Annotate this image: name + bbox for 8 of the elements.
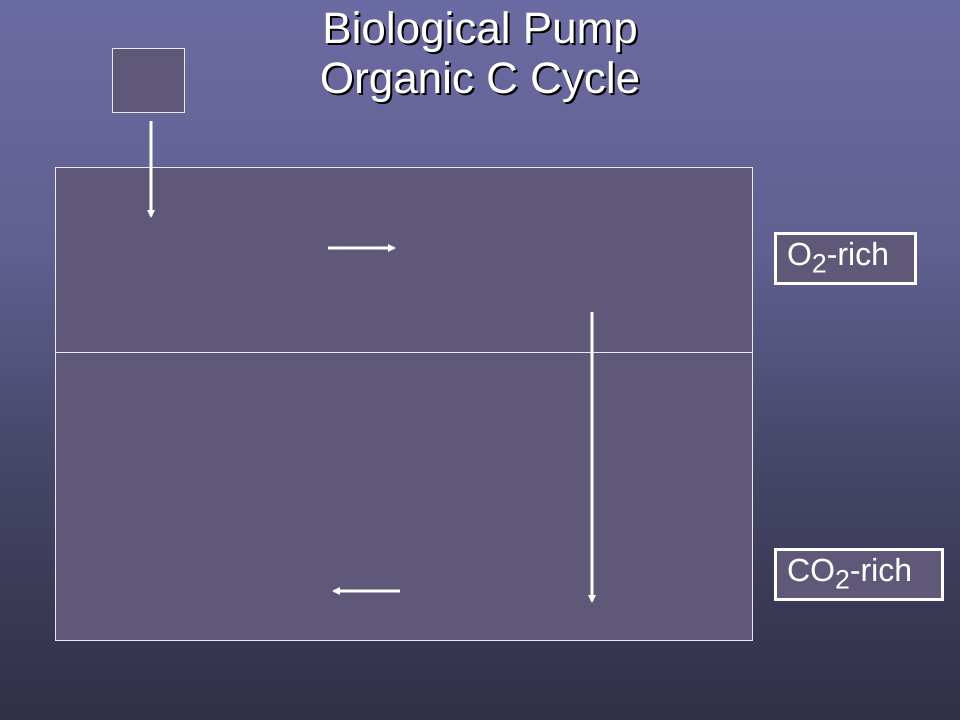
arrow <box>147 121 155 218</box>
source-box <box>112 48 185 113</box>
arrow <box>588 312 596 603</box>
water-label: CO$_{2}$-rich <box>774 548 944 602</box>
title: Biological Pump Organic C Cycle <box>318 4 642 104</box>
ocean-layer-box <box>55 352 753 641</box>
water-label: O$_{2}$-rich <box>774 232 917 286</box>
ocean-layer-box <box>55 167 753 353</box>
